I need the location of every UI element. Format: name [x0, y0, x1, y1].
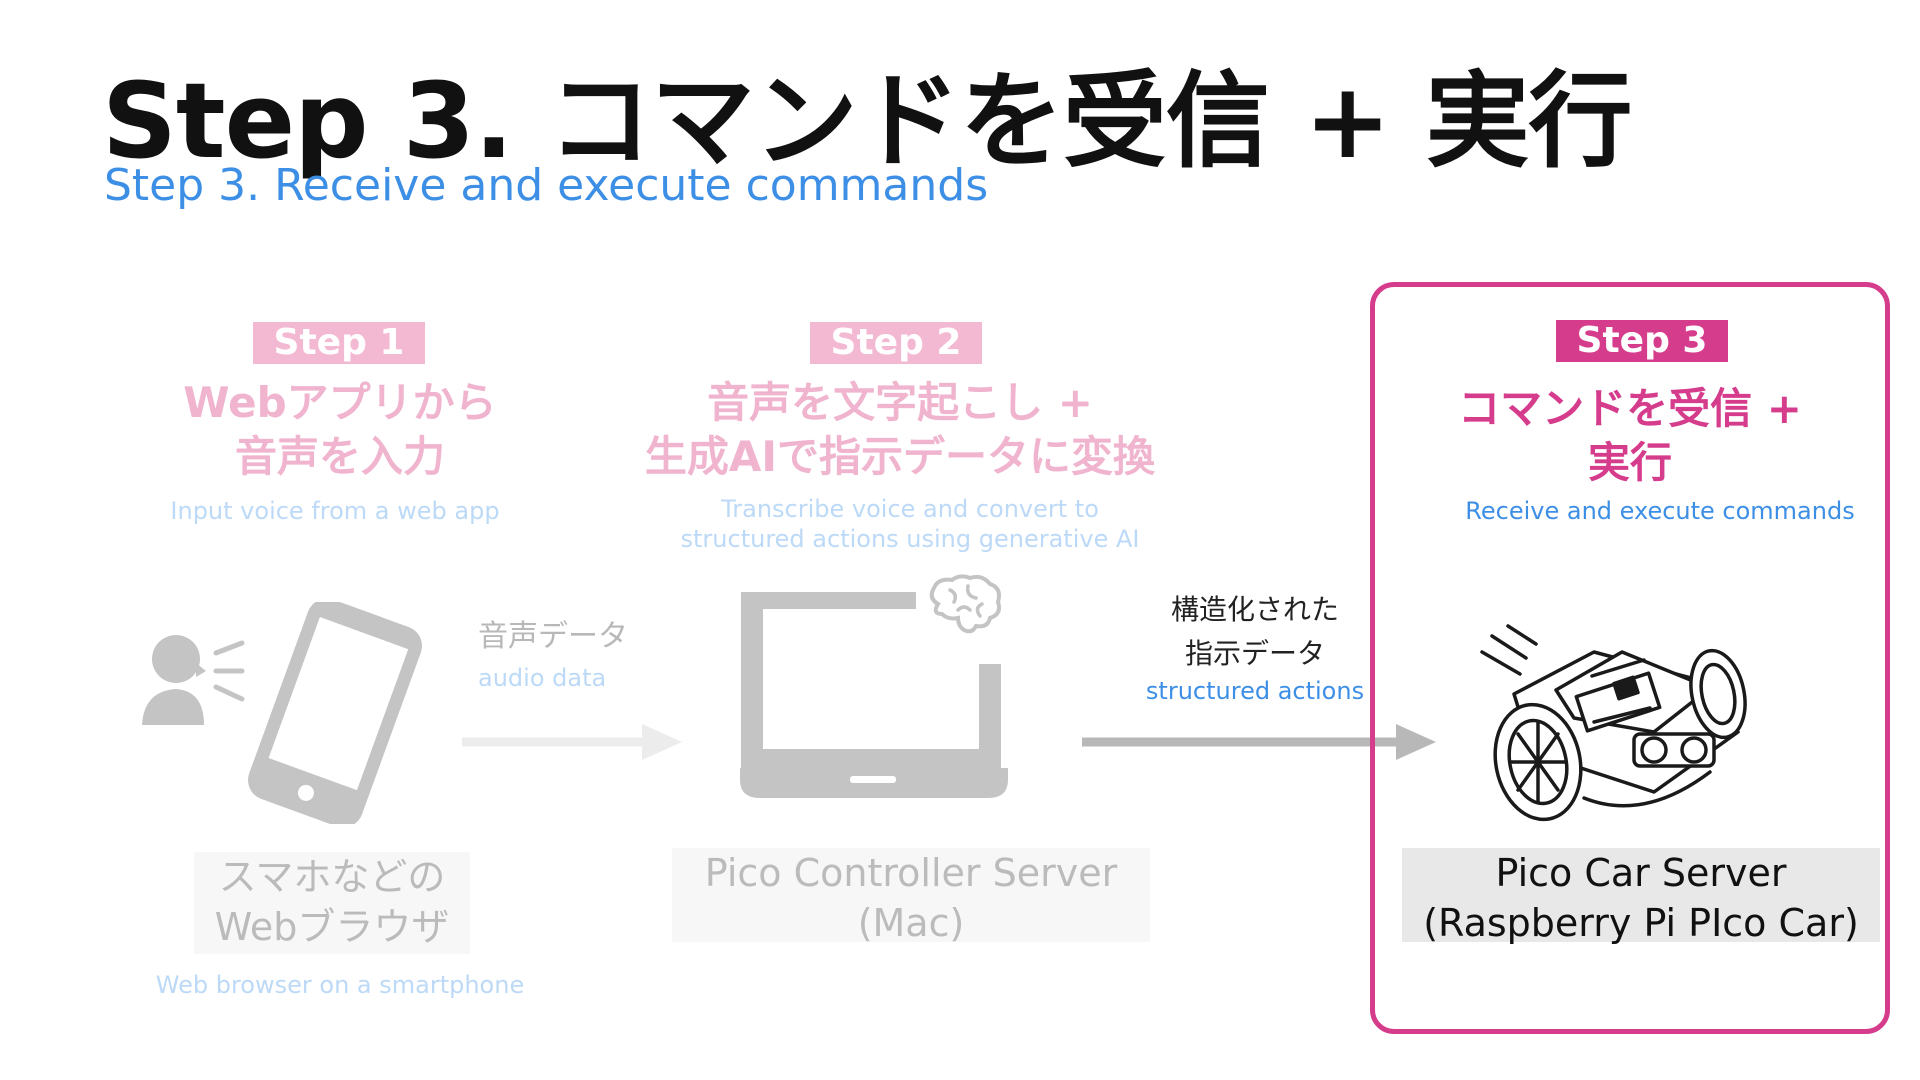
step3-heading-line2: 実行	[1587, 438, 1672, 487]
structured-actions-arrow	[1082, 724, 1436, 760]
step3-device-line2: (Raspberry Pi PIco Car)	[1423, 901, 1859, 945]
step2-badge: Step 2	[810, 322, 982, 364]
step3-english: Receive and execute commands	[1465, 497, 1855, 525]
step2-device-line1: Pico Controller Server	[704, 851, 1118, 895]
audio-data-label-jp: 音声データ	[478, 619, 628, 654]
step1-english: Input voice from a web app	[170, 497, 500, 525]
step1-device-line2: Webブラウザ	[214, 905, 450, 949]
step2-english-line2: structured actions using generative AI	[680, 525, 1140, 553]
step2-heading-line1: 音声を文字起こし +	[707, 378, 1093, 427]
step3-device-box: Pico Car Server (Raspberry Pi PIco Car)	[1402, 848, 1880, 945]
step1-badge: Step 1	[253, 322, 425, 364]
structured-label-jp: 構造化された 指示データ	[1130, 588, 1380, 676]
brain-icon	[929, 574, 1001, 634]
step2-english-line1: Transcribe voice and convert to	[721, 495, 1099, 523]
step3-heading-line1: コマンドを受信 +	[1458, 384, 1802, 433]
audio-data-arrow	[462, 724, 682, 760]
robot-car-icon	[1480, 624, 1747, 822]
page-title: Step 3. コマンドを受信 + 実行	[102, 60, 1632, 182]
structured-label-jp-line2: 指示データ	[1184, 637, 1325, 670]
audio-data-label-en: audio data	[478, 664, 607, 692]
structured-label-jp-line1: 構造化された	[1170, 593, 1339, 626]
step2-heading-line2: 生成AIで指示データに変換	[644, 432, 1156, 481]
step3-device-line1: Pico Car Server	[1495, 851, 1787, 895]
speaking-person-icon	[142, 635, 245, 725]
step3-badge: Step 3	[1556, 320, 1728, 362]
structured-label-en: structured actions	[1145, 677, 1365, 705]
laptop-icon	[740, 592, 1008, 798]
step1-device-box: スマホなどの Webブラウザ	[194, 852, 470, 954]
page-subtitle: Step 3. Receive and execute commands	[104, 160, 989, 211]
step1-heading-line1: Webアプリから	[183, 378, 497, 427]
step2-device-box: Pico Controller Server (Mac)	[672, 848, 1150, 945]
step1-heading-line2: 音声を入力	[234, 432, 445, 481]
step1-device-english: Web browser on a smartphone	[155, 971, 525, 999]
smartphone-icon	[247, 602, 423, 824]
step2-device-line2: (Mac)	[857, 901, 965, 945]
step1-device-line1: スマホなどの	[218, 855, 446, 899]
step3-highlight-frame	[1370, 282, 1890, 1034]
